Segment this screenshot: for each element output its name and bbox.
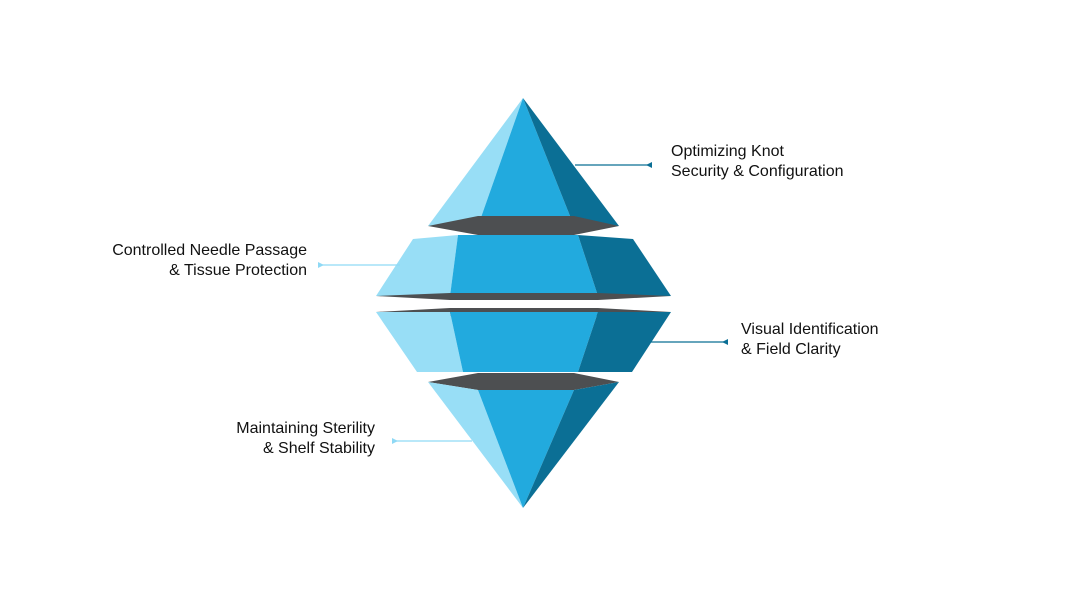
tier-top-face-right	[523, 98, 619, 226]
connector-upper-left	[318, 262, 400, 268]
label-needle-passage-line2: & Tissue Protection	[169, 262, 307, 279]
tier-upper-face-mid	[450, 235, 598, 296]
label-visual-identification-line2: & Field Clarity	[741, 341, 841, 358]
tier-top-face-left	[428, 98, 523, 226]
tier-upper-slab	[376, 293, 671, 300]
label-knot-security-line1: Optimizing Knot	[671, 143, 784, 160]
tier-lower-face-right	[578, 312, 671, 372]
tier-bottom-face-mid	[478, 390, 574, 508]
tier-bottom-face-right	[523, 382, 619, 508]
tier-upper-face-left	[376, 235, 458, 296]
label-visual-identification-line1: Visual Identification	[741, 321, 879, 338]
label-sterility: Maintaining Sterility & Shelf Stability	[236, 419, 375, 459]
label-knot-security: Optimizing Knot Security & Configuration	[671, 142, 844, 182]
tier-upper	[376, 235, 671, 300]
tier-bottom-slab	[428, 373, 619, 390]
tier-top	[428, 98, 619, 235]
tier-lower-face-left	[376, 312, 463, 372]
label-needle-passage-line1: Controlled Needle Passage	[112, 242, 307, 259]
label-knot-security-line2: Security & Configuration	[671, 163, 844, 180]
tier-bottom	[428, 373, 619, 508]
label-sterility-line1: Maintaining Sterility	[236, 420, 375, 437]
label-sterility-line2: & Shelf Stability	[262, 440, 375, 457]
label-needle-passage: Controlled Needle Passage & Tissue Prote…	[112, 241, 307, 281]
connector-lower-right	[650, 339, 728, 345]
tier-lower-face-mid	[450, 312, 598, 372]
connector-top-right	[575, 162, 652, 168]
tier-lower	[376, 308, 671, 372]
tier-top-slab	[428, 216, 619, 235]
tier-top-face-mid	[478, 98, 574, 226]
connector-bottom-left	[392, 438, 472, 444]
tier-upper-face-right	[578, 235, 671, 296]
label-visual-identification: Visual Identification & Field Clarity	[741, 320, 879, 360]
tier-bottom-face-left	[428, 382, 523, 508]
